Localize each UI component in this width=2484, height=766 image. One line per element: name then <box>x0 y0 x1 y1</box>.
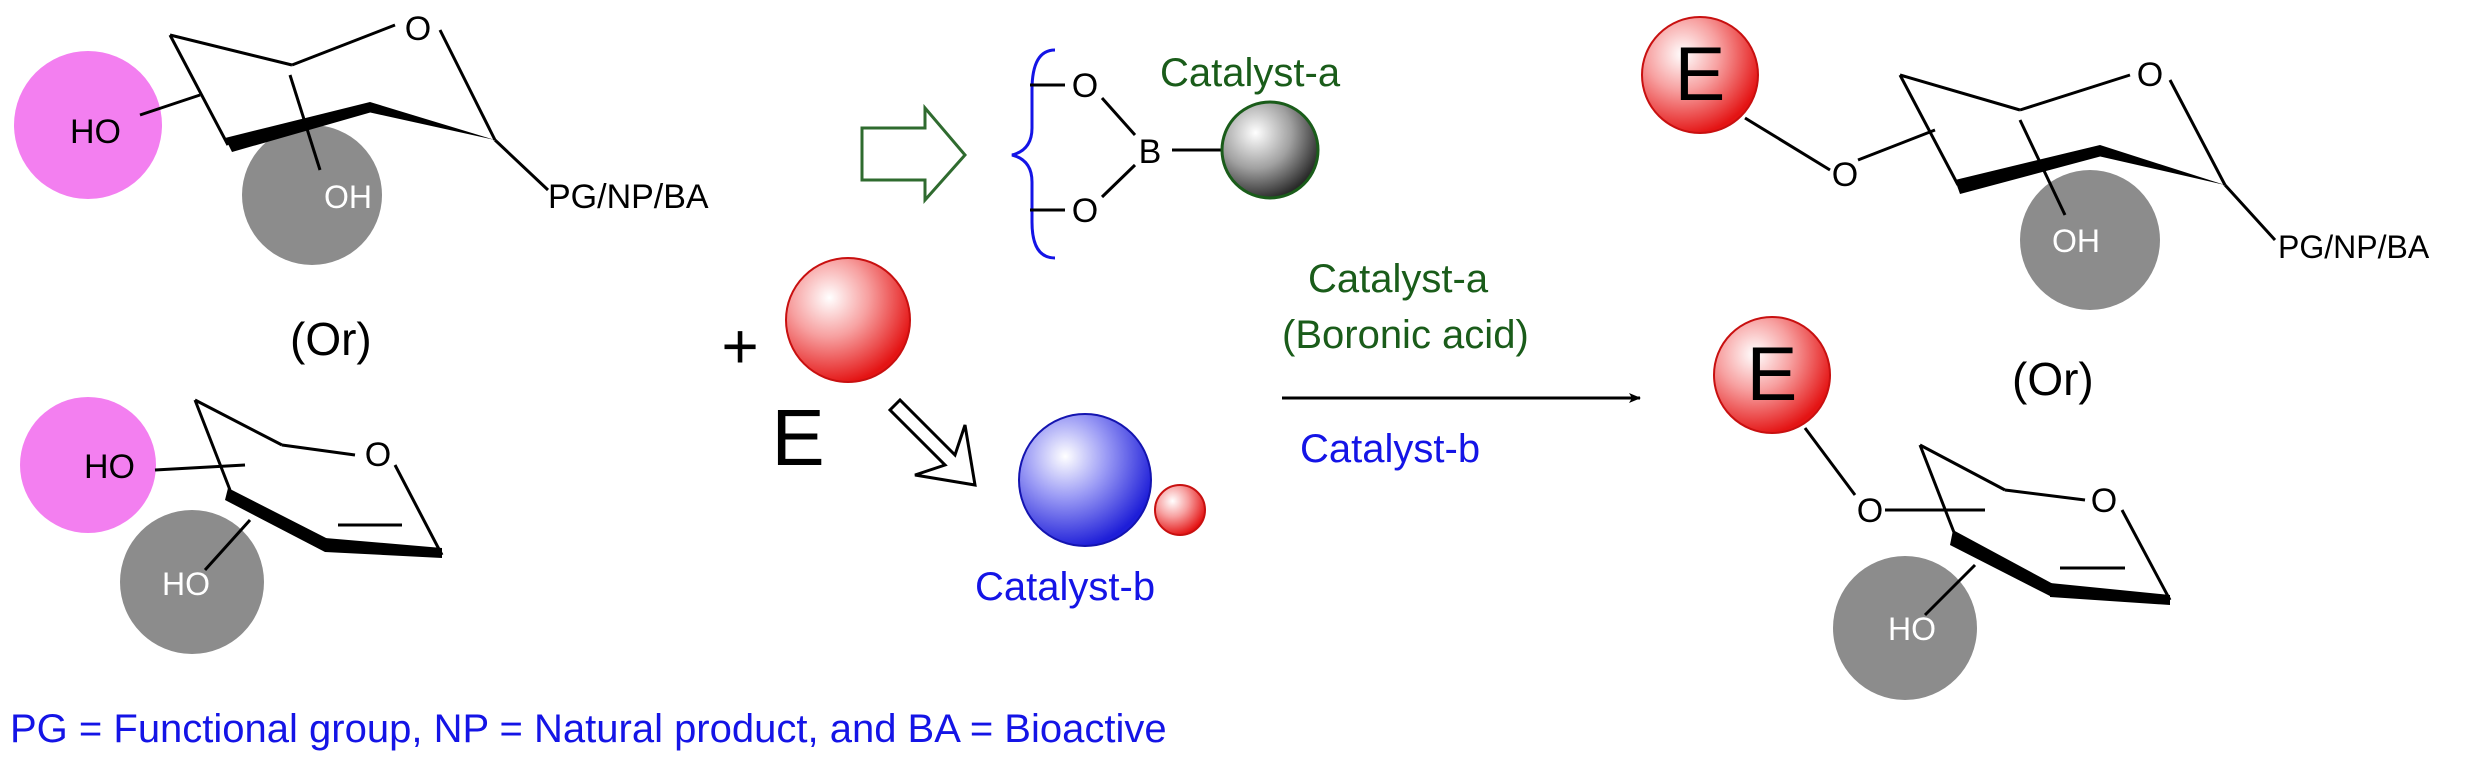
ring-oxygen: O <box>2091 482 2117 520</box>
hydroxyl-lower: HO <box>162 566 210 602</box>
reactant-top: O HO OH PG/NP/BA <box>14 10 709 265</box>
hydroxyl: OH <box>2052 223 2100 259</box>
wedge-bond <box>2098 145 2225 185</box>
boronate-complex: O O B Catalyst-a <box>1011 48 1341 260</box>
wedge-bond <box>368 102 495 140</box>
electrophile-label: E <box>1675 32 1726 117</box>
gray-highlight <box>2020 170 2160 310</box>
or-label-left: (Or) <box>290 313 372 365</box>
magenta-highlight <box>20 397 156 533</box>
hydroxyl-left: HO <box>70 113 121 151</box>
catalyst-a-label: Catalyst-a <box>1160 51 1341 95</box>
boronate-oxygen-top: O <box>1072 67 1098 105</box>
catalyst-b-sphere <box>1018 413 1152 547</box>
boron-atom: B <box>1139 133 1162 171</box>
magenta-highlight <box>14 51 162 199</box>
hydroxyl-right: OH <box>324 179 372 215</box>
double-bond-bold <box>2050 583 2170 605</box>
brace <box>1011 48 1056 260</box>
ring-oxygen: O <box>365 436 391 474</box>
arrow-label-catalyst-a: Catalyst-a <box>1308 257 1489 301</box>
hollow-arrow-right <box>860 103 967 204</box>
catalyst-b-label: Catalyst-b <box>975 565 1155 609</box>
ether-oxygen: O <box>1857 492 1883 530</box>
electrophile-sphere <box>1641 16 1759 134</box>
ring-oxygen: O <box>405 10 431 48</box>
product-bottom: E O O HO <box>1713 316 2172 700</box>
electrophile-sphere <box>1713 316 1831 434</box>
arrow-label-boronic-acid: (Boronic acid) <box>1282 313 1529 357</box>
electrophile-label: E <box>1747 332 1798 417</box>
double-bond-bold <box>325 538 442 558</box>
glycal-ring <box>154 398 444 572</box>
catalyst-a-sphere <box>1220 100 1320 200</box>
substituent-label: PG/NP/BA <box>2278 229 2430 265</box>
ether-oxygen: O <box>1832 156 1858 194</box>
wedge-bond <box>1950 530 2055 596</box>
or-label-right: (Or) <box>2012 353 2094 405</box>
catalyst-b-small-sphere <box>1154 484 1206 536</box>
electrophile-sphere <box>785 257 911 383</box>
pyranose-ring <box>139 23 550 192</box>
hydroxyl: HO <box>1888 611 1936 647</box>
gray-highlight <box>1833 556 1977 700</box>
gray-highlight <box>242 125 382 265</box>
electrophile-label: E <box>771 393 824 482</box>
ring-oxygen: O <box>2137 56 2163 94</box>
wedge-bond <box>1955 145 2102 194</box>
boronate-oxygen-bottom: O <box>1072 192 1098 230</box>
arrow-label-catalyst-b: Catalyst-b <box>1300 427 1480 471</box>
footnote-legend: PG = Functional group, NP = Natural prod… <box>10 707 1167 751</box>
reactant-bottom: O HO HO <box>20 397 444 654</box>
catalyst-b: Catalyst-b <box>975 413 1206 609</box>
wedge-bond <box>225 488 330 552</box>
wedge-bond <box>225 102 372 152</box>
product-top: E O O OH PG/NP/BA <box>1641 16 2430 310</box>
substituent-label: PG/NP/BA <box>548 178 709 216</box>
hydroxyl-left: HO <box>84 448 135 486</box>
plus-sign: + <box>721 310 758 382</box>
hollow-arrow-down-right <box>887 397 977 487</box>
